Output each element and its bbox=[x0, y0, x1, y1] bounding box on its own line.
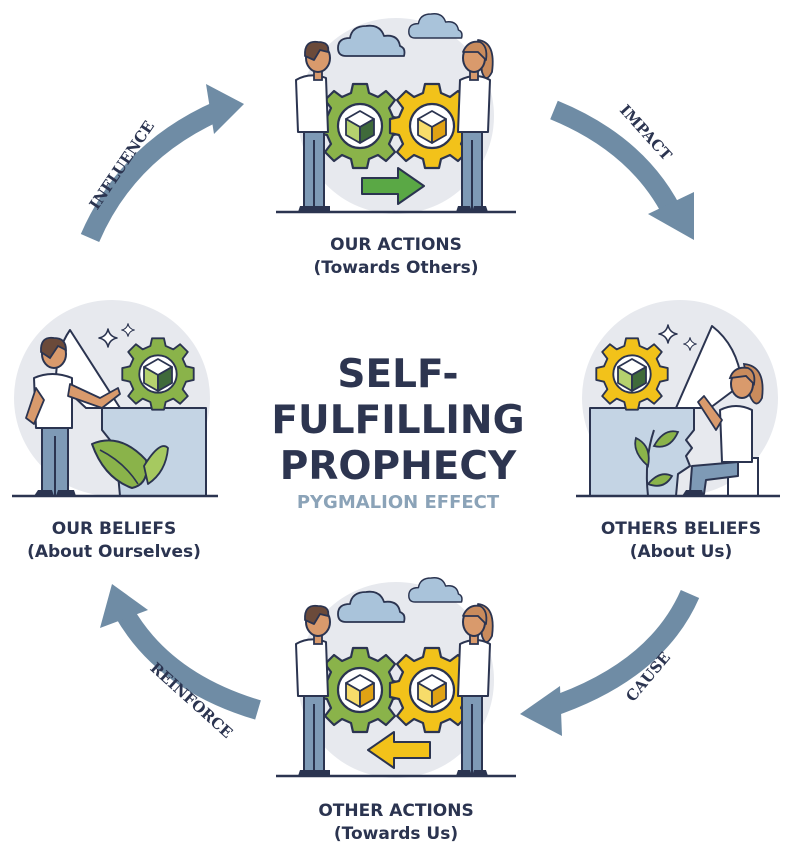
node-background bbox=[298, 582, 494, 778]
node-subtitle: (Towards Others) bbox=[313, 258, 479, 278]
node-others-beliefs bbox=[576, 300, 780, 498]
cube-icon bbox=[417, 110, 447, 144]
page-title: SELF- FULFILLING PROPHECY bbox=[248, 352, 548, 490]
person-icon bbox=[25, 336, 121, 497]
node-label-others-beliefs: OTHERS BELIEFS (About Us) bbox=[576, 518, 786, 564]
left-arrow-icon bbox=[367, 731, 431, 769]
leaf-icon bbox=[634, 429, 680, 497]
person-icon bbox=[295, 40, 331, 213]
node-our-actions bbox=[276, 13, 516, 214]
cube-icon bbox=[417, 674, 447, 708]
node-title: OUR BELIEFS bbox=[51, 519, 177, 539]
node-our-beliefs bbox=[12, 300, 218, 498]
cloud-icon bbox=[408, 577, 463, 603]
right-arrow-icon bbox=[361, 167, 425, 205]
person-icon bbox=[295, 604, 331, 777]
cube-icon bbox=[617, 358, 647, 392]
arrow-impact bbox=[550, 100, 694, 240]
title-line: FULFILLING bbox=[271, 398, 525, 443]
node-background bbox=[298, 18, 494, 214]
leaf-icon bbox=[91, 439, 169, 489]
node-subtitle: (Towards Us) bbox=[333, 824, 459, 844]
arrow-cause bbox=[520, 589, 700, 736]
title-line: PROPHECY bbox=[279, 444, 517, 489]
node-label-other-actions: OTHER ACTIONS (Towards Us) bbox=[286, 800, 506, 846]
arrow-reinforce bbox=[100, 584, 261, 720]
title-line: SELF- bbox=[337, 352, 459, 397]
cloud-icon bbox=[408, 13, 463, 39]
node-subtitle: (About Us) bbox=[629, 542, 733, 562]
cube-icon bbox=[345, 110, 375, 144]
person-icon bbox=[682, 362, 764, 497]
cube-icon bbox=[345, 674, 375, 708]
arrow-influence bbox=[80, 84, 244, 243]
node-label-our-actions: OUR ACTIONS (Towards Others) bbox=[296, 234, 496, 280]
page-subtitle: PYGMALION EFFECT bbox=[296, 492, 500, 513]
node-label-our-beliefs: OUR BELIEFS (About Ourselves) bbox=[8, 518, 220, 564]
node-other-actions bbox=[276, 577, 516, 778]
cube-icon bbox=[143, 358, 173, 392]
node-title: OTHERS BELIEFS bbox=[600, 519, 762, 539]
node-title: OUR ACTIONS bbox=[330, 235, 462, 255]
node-title: OTHER ACTIONS bbox=[318, 801, 474, 821]
node-subtitle: (About Ourselves) bbox=[27, 542, 201, 562]
